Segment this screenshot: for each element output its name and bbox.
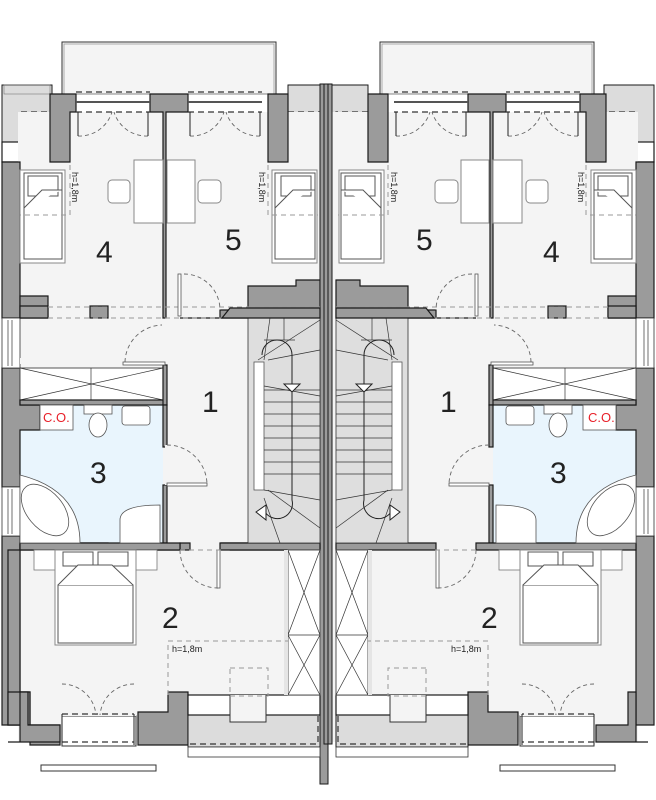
unit-left: h=1,8m 4 h=1,8m 5 1 C.O. 3 bbox=[1, 41, 329, 785]
desk bbox=[133, 159, 164, 224]
room-1-label: 1 bbox=[440, 386, 457, 419]
wardrobe bbox=[287, 549, 321, 696]
unit-right-labels: 4 5 1 3 2 C.O. h=1,8m h=1,8m h=1,8m bbox=[389, 172, 615, 654]
shower bbox=[119, 504, 161, 544]
room-2-label: 2 bbox=[162, 602, 179, 635]
room-3-label: 3 bbox=[550, 457, 567, 490]
unit-right bbox=[328, 41, 655, 772]
co-label: C.O. bbox=[588, 410, 615, 425]
height-label: h=1,8m bbox=[257, 172, 267, 202]
room-5-label: 5 bbox=[416, 224, 433, 257]
balcony-top bbox=[61, 41, 277, 95]
chair bbox=[107, 179, 131, 204]
sink bbox=[121, 405, 151, 426]
height-label: h=1,8m bbox=[576, 172, 586, 202]
height-label: h=1,8m bbox=[70, 172, 80, 202]
room-5-label: 5 bbox=[225, 224, 242, 257]
window bbox=[1, 317, 21, 369]
staircase bbox=[247, 317, 321, 544]
window bbox=[1, 486, 21, 537]
co-label: C.O. bbox=[43, 410, 70, 425]
chair bbox=[197, 179, 222, 204]
room-1-label: 1 bbox=[202, 386, 219, 419]
height-label: h=1,8m bbox=[451, 644, 481, 654]
height-label: h=1,8m bbox=[389, 172, 399, 202]
room-3-label: 3 bbox=[90, 457, 107, 490]
room-4-label: 4 bbox=[543, 236, 560, 269]
height-label: h=1,8m bbox=[172, 644, 202, 654]
room-2-label: 2 bbox=[481, 602, 498, 635]
desk bbox=[166, 159, 196, 224]
room-4-label: 4 bbox=[96, 236, 113, 269]
